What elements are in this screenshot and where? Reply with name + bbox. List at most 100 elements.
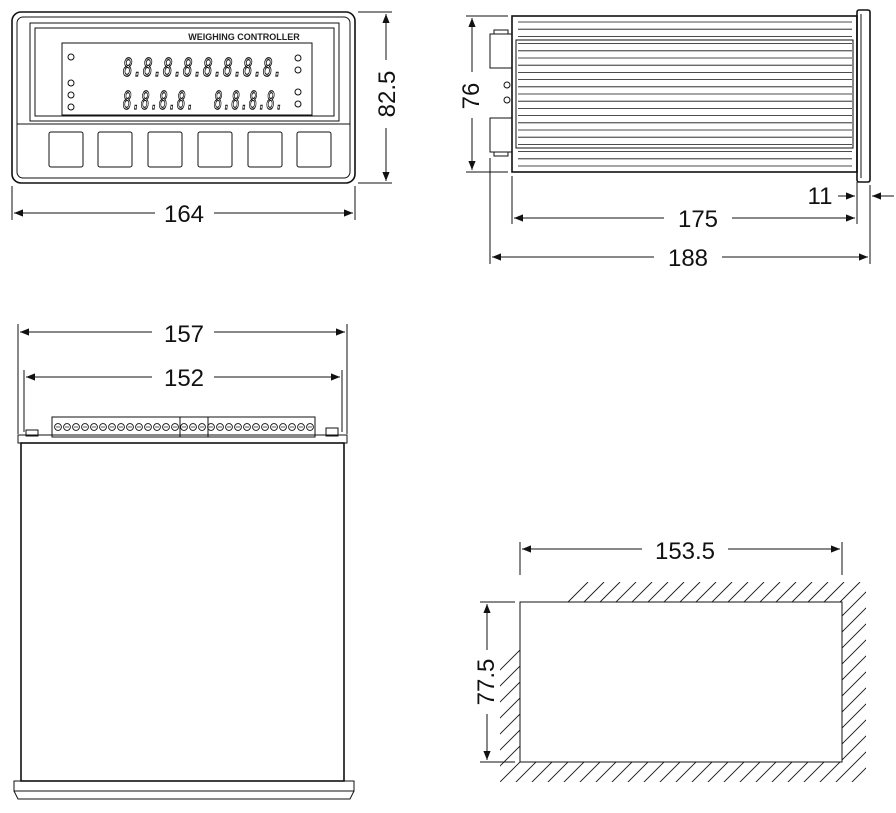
terminal-screws: [54, 423, 314, 431]
rear-connector-cap: [493, 151, 509, 157]
indicator-led: [294, 54, 302, 62]
cutout-width-dimension: 153.5: [519, 538, 843, 575]
terminal-screw: [117, 423, 125, 431]
hatch-line: [876, 582, 896, 790]
indicator-led: [294, 100, 302, 108]
dim-175: 175: [678, 206, 718, 233]
terminal-screw: [144, 423, 152, 431]
terminal-screw: [261, 423, 269, 431]
rear-connector-top: [489, 33, 513, 69]
terminal-screw: [135, 423, 143, 431]
dim-152: 152: [164, 365, 204, 392]
hatch-line: [683, 582, 866, 782]
cutout-height-dimension: 77.5: [473, 601, 515, 763]
hatch-line: [603, 582, 813, 782]
terminal-screw: [162, 423, 170, 431]
display-row-2-left: 8.8.8.8.: [123, 86, 195, 115]
display-row-1: 8.8.8.8.8.8.8.8.: [123, 53, 283, 82]
hatch-line: [827, 582, 866, 782]
housing-inner: [515, 39, 854, 149]
hatch-line: [571, 582, 781, 782]
terminal-screw: [234, 423, 242, 431]
terminal-screw: [306, 423, 314, 431]
terminal-screw: [288, 423, 296, 431]
indicator-led: [67, 53, 75, 61]
terminal-screw: [63, 423, 71, 431]
bezel-depth-dimension: 11: [808, 182, 894, 210]
dim-157: 157: [164, 321, 204, 348]
front-key-4: [197, 131, 233, 168]
side-view: [489, 9, 871, 183]
hatch-line: [555, 582, 765, 782]
front-key-6: [296, 131, 332, 168]
terminal-screw: [153, 423, 161, 431]
clip-left: [25, 429, 39, 437]
terminal-screw: [54, 423, 62, 431]
hatch-line: [892, 582, 896, 790]
terminal-screw: [225, 423, 233, 431]
terminal-screw: [198, 423, 206, 431]
rear-screw: [503, 96, 511, 104]
hatch-line: [500, 582, 605, 782]
terminal-screw: [252, 423, 260, 431]
hatch-line: [500, 582, 685, 782]
total-depth-dimension: 188: [489, 158, 871, 272]
dim-77-5: 77.5: [473, 659, 500, 706]
indicator-led: [294, 66, 302, 74]
front-bezel-outer: [11, 11, 356, 184]
display-window-frame: [29, 22, 340, 122]
side-bezel: [856, 9, 871, 183]
hatching: [500, 582, 896, 790]
terminal-block: [51, 416, 316, 438]
front-height-dimension: 82.5: [358, 11, 401, 184]
body-depth-dimension: 175: [511, 176, 858, 233]
hatch-line: [500, 582, 701, 782]
terminal-screw: [243, 423, 251, 431]
terminal-screw: [180, 423, 188, 431]
hatch-line: [795, 582, 866, 782]
top-inner-width-dimension: 152: [23, 365, 343, 432]
brand-label: WEIGHING CONTROLLER: [188, 32, 300, 42]
terminal-screw: [297, 423, 305, 431]
clip-right: [325, 427, 339, 437]
hatch-line: [859, 582, 866, 782]
hatch-line: [619, 582, 829, 782]
terminal-screw: [99, 423, 107, 431]
hatch-line: [747, 582, 866, 782]
front-key-2: [97, 131, 133, 168]
housing-body: [20, 442, 345, 782]
dim-11: 11: [808, 183, 833, 210]
hatch-line: [763, 582, 866, 782]
front-bezel-inner: [16, 16, 351, 179]
rear-connector-cap: [493, 29, 509, 35]
led-display-panel: [61, 42, 313, 116]
side-height-dimension: 76: [458, 15, 508, 173]
top-view-bezel-edge: [13, 790, 355, 800]
hatch-line: [539, 582, 749, 782]
indicator-led: [67, 103, 75, 111]
hatch-line: [507, 582, 717, 782]
hatch-line: [779, 582, 866, 782]
top-view-bezel: [13, 780, 355, 792]
dim-76: 76: [458, 83, 485, 110]
hatch-line: [715, 582, 866, 782]
terminal-screw: [189, 423, 197, 431]
panel-cutout-view: [500, 582, 896, 790]
terminal-screw: [279, 423, 287, 431]
terminal-screw: [216, 423, 224, 431]
cooling-fins: [518, 21, 852, 167]
terminal-screw: [108, 423, 116, 431]
hatch-line: [731, 582, 866, 782]
display-row-2-right: 8.8.8.8.: [214, 86, 284, 115]
hatch-line: [500, 582, 621, 782]
hatch-line: [699, 582, 866, 782]
dim-153-5: 153.5: [655, 538, 715, 565]
terminal-screw: [270, 423, 278, 431]
rear-screw: [503, 81, 511, 89]
hatch-line: [667, 582, 866, 782]
terminal-screw: [207, 423, 215, 431]
terminal-screw: [126, 423, 134, 431]
hatch-line: [635, 582, 845, 782]
dim-188: 188: [668, 245, 708, 272]
